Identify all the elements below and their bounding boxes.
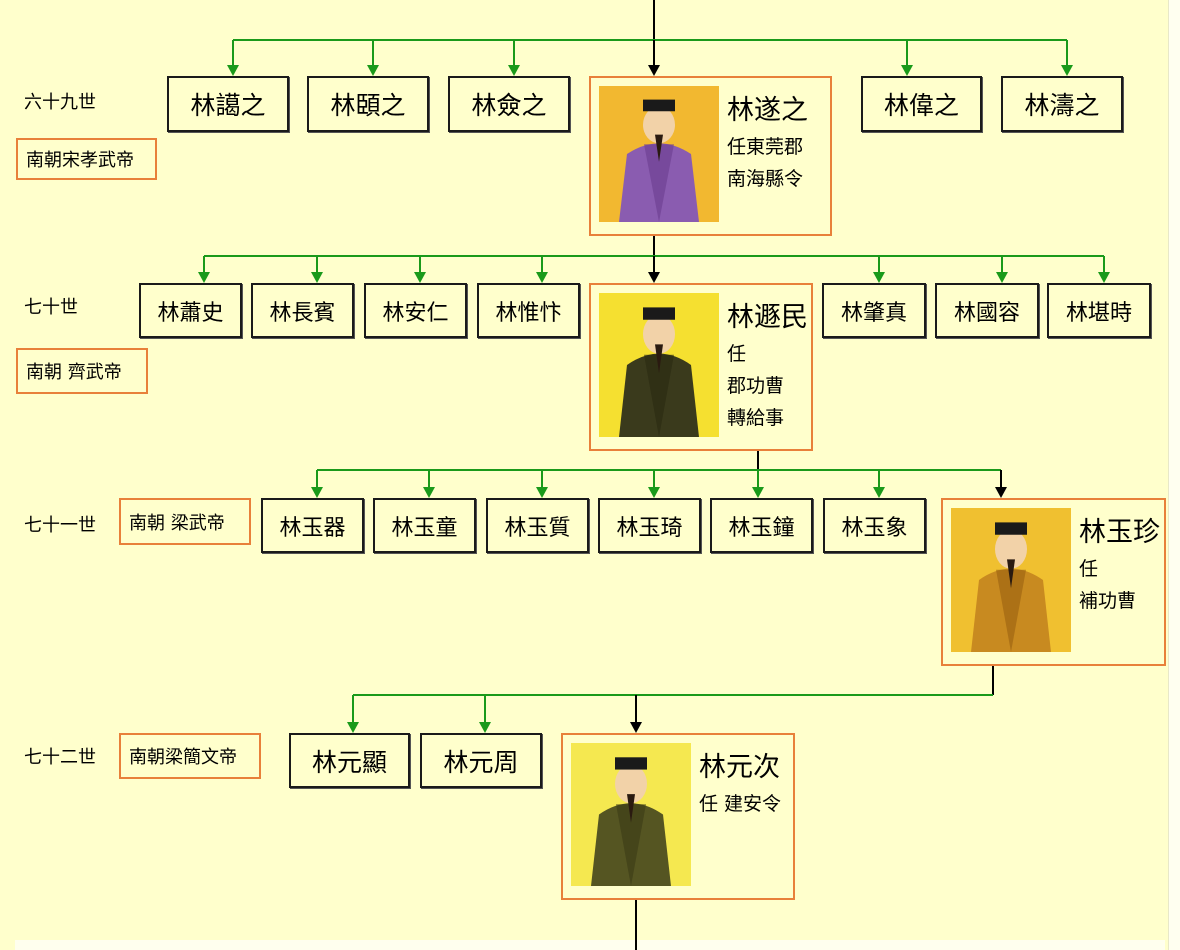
arrow-down-icon [901, 65, 913, 76]
featured-ancestor-card[interactable]: 林遯民任郡功曹轉給事 [589, 283, 813, 451]
arrow-down-icon [996, 272, 1008, 283]
arrow-down-icon [311, 272, 323, 283]
featured-ancestor-card[interactable]: 林遂之任東莞郡南海縣令 [589, 76, 832, 236]
sibling-box[interactable]: 林元顯 [289, 733, 410, 788]
arrow-down-icon [648, 487, 660, 498]
arrow-down-icon [1098, 272, 1110, 283]
featured-name: 林遂之 [727, 95, 808, 126]
sibling-box[interactable]: 林頣之 [307, 76, 429, 132]
featured-name: 林遯民 [727, 302, 808, 333]
arrow-down-icon [479, 722, 491, 733]
sibling-box[interactable]: 林堪時 [1047, 283, 1151, 338]
arrow-down-icon [648, 272, 660, 283]
sibling-box[interactable]: 林偉之 [861, 76, 982, 132]
arrow-down-icon [347, 722, 359, 733]
featured-office-line: 任 建安令 [699, 793, 782, 815]
arrow-down-icon [648, 65, 660, 76]
sibling-box[interactable]: 林玉琦 [598, 498, 701, 553]
portrait-image [599, 293, 719, 437]
sibling-box[interactable]: 林濤之 [1001, 76, 1123, 132]
sibling-box[interactable]: 林惟忭 [477, 283, 580, 338]
featured-office-line: 補功曹 [1079, 590, 1137, 612]
sibling-box[interactable]: 林安仁 [364, 283, 467, 338]
arrow-down-icon [311, 487, 323, 498]
featured-name: 林玉珍 [1079, 517, 1160, 548]
dynasty-label: 南朝宋孝武帝 [16, 138, 157, 180]
arrow-down-icon [873, 487, 885, 498]
sibling-box[interactable]: 林玉鐘 [710, 498, 813, 553]
sibling-box[interactable]: 林玉質 [486, 498, 589, 553]
dynasty-label: 南朝梁簡文帝 [119, 733, 261, 779]
portrait-image [951, 508, 1071, 652]
generation-label: 七十世 [24, 297, 78, 318]
sibling-box[interactable]: 林譪之 [167, 76, 289, 132]
arrow-down-icon [995, 487, 1007, 498]
featured-office-line: 南海縣令 [727, 168, 804, 190]
arrow-down-icon [198, 272, 210, 283]
sibling-box[interactable]: 林長賓 [251, 283, 354, 338]
featured-office-line: 任 [727, 343, 747, 365]
sibling-box[interactable]: 林玉童 [373, 498, 476, 553]
arrow-down-icon [873, 272, 885, 283]
portrait-image [599, 86, 719, 222]
sibling-box[interactable]: 林僉之 [448, 76, 570, 132]
sibling-box[interactable]: 林蕭史 [139, 283, 242, 338]
arrow-down-icon [1061, 65, 1073, 76]
sibling-box[interactable]: 林肇真 [822, 283, 926, 338]
arrow-down-icon [536, 487, 548, 498]
arrow-down-icon [752, 487, 764, 498]
generation-label: 七十一世 [24, 515, 96, 536]
featured-name: 林元次 [699, 752, 780, 783]
generation-label: 六十九世 [24, 92, 96, 113]
arrow-down-icon [414, 272, 426, 283]
arrow-down-icon [367, 65, 379, 76]
featured-office-line: 郡功曹 [727, 375, 785, 397]
generation-label: 七十二世 [24, 747, 96, 768]
arrow-down-icon [630, 722, 642, 733]
portrait-image [571, 743, 691, 886]
arrow-down-icon [227, 65, 239, 76]
featured-office-line: 任 [1079, 558, 1099, 580]
featured-office-line: 任東莞郡 [727, 136, 804, 158]
featured-ancestor-card[interactable]: 林元次任 建安令 [561, 733, 795, 900]
dynasty-label: 南朝 齊武帝 [16, 348, 148, 394]
right-margin [1168, 0, 1180, 950]
arrow-down-icon [536, 272, 548, 283]
featured-office-line: 轉給事 [727, 407, 785, 429]
bottom-margin [15, 940, 1165, 950]
sibling-box[interactable]: 林玉器 [261, 498, 364, 553]
sibling-box[interactable]: 林玉象 [823, 498, 926, 553]
featured-ancestor-card[interactable]: 林玉珍任補功曹 [941, 498, 1166, 666]
sibling-box[interactable]: 林國容 [935, 283, 1039, 338]
arrow-down-icon [508, 65, 520, 76]
arrow-down-icon [423, 487, 435, 498]
sibling-box[interactable]: 林元周 [420, 733, 542, 788]
dynasty-label: 南朝 梁武帝 [119, 498, 251, 545]
